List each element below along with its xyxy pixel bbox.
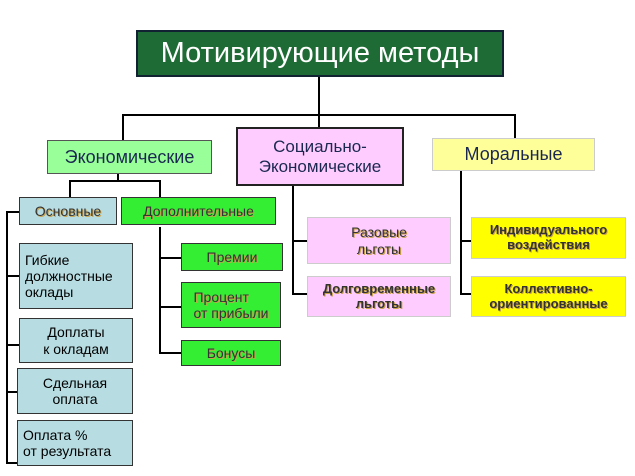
- basic-item: Оплата % от результата: [17, 420, 133, 466]
- connector: [6, 391, 18, 393]
- connector: [159, 352, 181, 354]
- connector: [318, 76, 320, 116]
- connector: [292, 240, 308, 242]
- connector: [460, 293, 472, 295]
- connector: [6, 211, 20, 213]
- connector: [69, 180, 71, 198]
- connector: [514, 114, 516, 139]
- social-item: Разовые льготы: [307, 217, 451, 264]
- basic-item: Доплаты к окладам: [19, 318, 133, 363]
- economic-additional: Дополнительные: [121, 197, 276, 225]
- connector: [460, 170, 462, 295]
- additional-item: Бонусы: [181, 340, 281, 366]
- connector: [159, 306, 181, 308]
- social-item: Долговременные льготы: [307, 276, 451, 317]
- additional-item: Премии: [181, 243, 283, 271]
- basic-item: Гибкие должностные оклады: [19, 243, 133, 309]
- connector: [122, 114, 124, 141]
- category-economic: Экономические: [47, 140, 212, 174]
- connector: [159, 180, 161, 198]
- connector: [460, 240, 472, 242]
- additional-item: Процент от прибыли: [181, 282, 281, 328]
- connector: [6, 462, 18, 464]
- connector: [159, 227, 161, 354]
- connector: [69, 180, 161, 182]
- economic-basic: Основные: [19, 197, 117, 225]
- category-social: Социально- Экономические: [236, 127, 404, 186]
- connector: [318, 114, 320, 128]
- title-box: Мотивирующие методы: [136, 30, 504, 77]
- connector: [117, 173, 119, 181]
- connector: [6, 344, 20, 346]
- category-moral: Моральные: [432, 138, 595, 171]
- basic-item: Сдельная оплата: [17, 368, 133, 414]
- moral-item: Индивидуального воздействия: [471, 217, 626, 259]
- connector: [292, 293, 308, 295]
- connector: [6, 275, 20, 277]
- moral-item: Коллективно- ориентированные: [471, 276, 626, 317]
- connector: [6, 211, 8, 464]
- connector: [159, 257, 181, 259]
